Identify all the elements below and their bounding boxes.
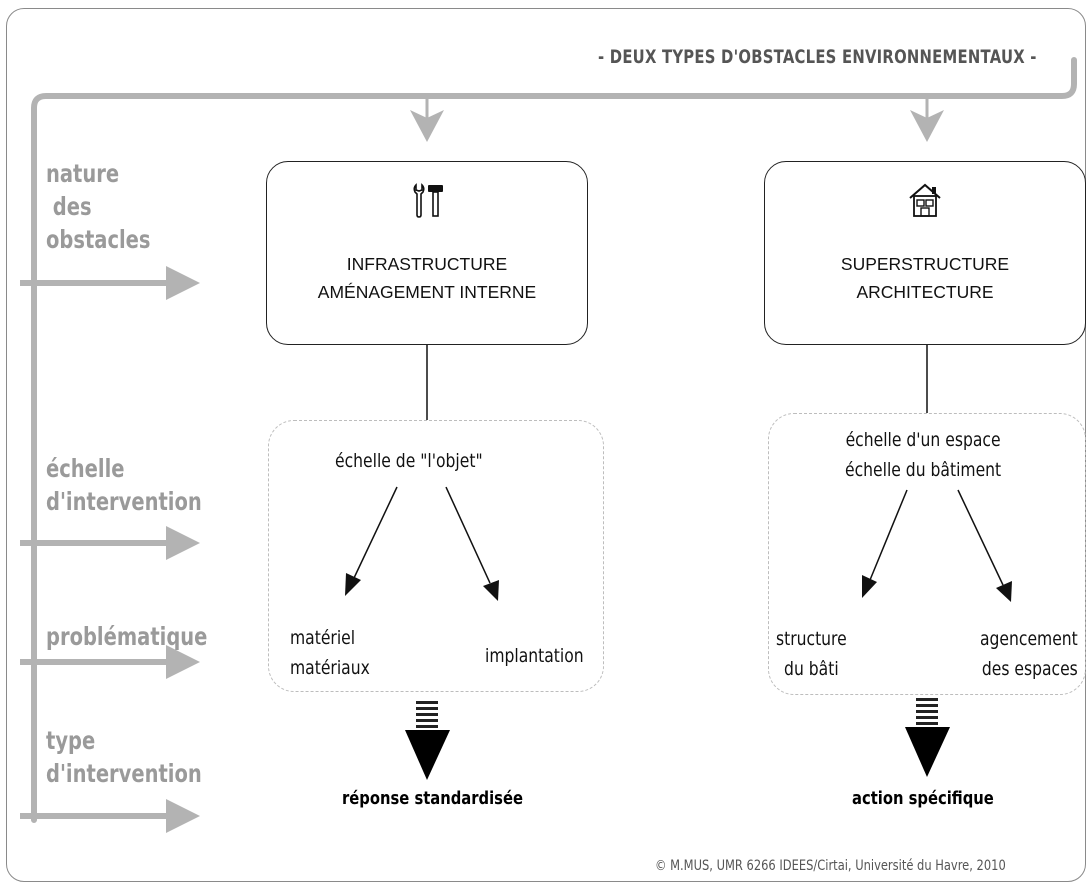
left-scale-region [268,420,604,692]
side-label-problematique: problématique [46,622,208,651]
side-arrow-problematique [20,645,200,679]
superstructure-box: SUPERSTRUCTURE ARCHITECTURE [764,161,1086,345]
left-branch-a: matériel matériaux [290,627,370,679]
side-arrow-type [20,799,200,833]
side-arrow-echelle [20,526,200,560]
infrastructure-line-2: AMÉNAGEMENT INTERNE [317,282,537,302]
left-result-label: réponse standardisée [342,788,523,809]
diagram-title: - DEUX TYPES D'OBSTACLES ENVIRONNEMENTAU… [598,46,1037,68]
infrastructure-box: INFRASTRUCTURE AMÉNAGEMENT INTERNE [266,161,588,345]
credit-text: © M.MUS, UMR 6266 IDEES/Cirtai, Universi… [655,858,1006,874]
result-arrow-left [405,701,450,780]
result-arrow-right [905,698,950,777]
right-scale-label: échelle d'un espace échelle du bâtiment [845,429,1002,481]
branch-arrow-right-b [957,489,1012,602]
right-scale-region [768,413,1086,695]
branch-arrow-right-a [862,489,908,598]
superstructure-line-2: ARCHITECTURE [856,282,994,302]
branch-arrow-left-a [345,486,398,596]
side-label-type: type d'intervention [46,726,202,788]
side-label-echelle: échelle d'intervention [46,454,202,516]
branch-arrow-left-b [445,486,499,601]
left-branch-b: implantation [485,645,584,667]
infrastructure-line-1: INFRASTRUCTURE [346,254,508,274]
side-label-nature: nature des obstacles [46,159,151,254]
side-arrow-nature [20,266,200,300]
down-arrow-left [410,98,444,142]
superstructure-line-1: SUPERSTRUCTURE [840,254,1010,274]
house-icon [908,182,942,226]
left-scale-label: échelle de "l'objet" [335,450,483,472]
down-arrow-right [910,98,944,142]
header-connector [31,57,1077,823]
tools-icon [410,182,444,226]
right-result-label: action spécifique [852,788,994,809]
right-branch-b: agencement des espaces [980,628,1078,680]
right-branch-a: structure du bâti [776,628,847,680]
